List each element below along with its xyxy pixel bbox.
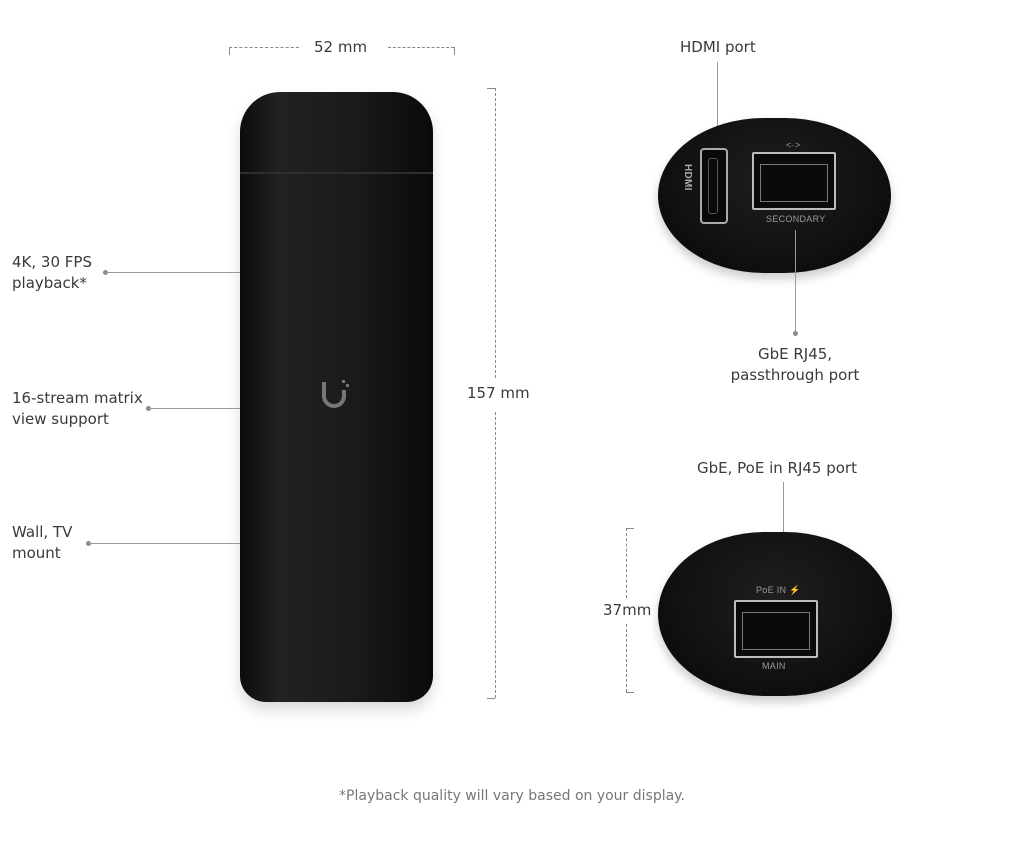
main-rj45-port [734,600,818,658]
feature-mount: Wall, TV mount [12,522,72,564]
width-bracket-left [229,47,230,55]
depth-bracket-bottom [626,692,634,693]
depth-dash-bottom [626,624,627,692]
callout-dot [793,331,798,336]
feature-matrix-line2: view support [12,410,109,428]
secondary-port-label: GbE RJ45, passthrough port [730,344,860,386]
ubiquiti-logo-icon [322,380,349,408]
feature-playback: 4K, 30 FPS playback* [12,252,92,294]
secondary-print: SECONDARY [766,214,826,224]
feature-playback-line2: playback* [12,274,87,292]
secondary-rj45-port [752,152,836,210]
callout-line [148,408,240,409]
hdmi-port [700,148,728,224]
feature-mount-line1: Wall, TV [12,523,73,541]
feature-matrix-line1: 16-stream matrix [12,389,143,407]
depth-label: 37mm [603,601,652,619]
hdmi-callout-line [717,62,718,142]
hdmi-print: HDMI [682,164,693,191]
height-label: 157 mm [467,384,530,402]
height-bracket-bottom [487,698,495,699]
width-label: 52 mm [314,38,368,56]
media-player-device [240,92,433,702]
feature-playback-line1: 4K, 30 FPS [12,253,92,271]
height-dash-top [495,88,496,378]
main-port-label: GbE, PoE in RJ45 port [697,459,857,477]
secondary-callout-line [795,230,796,333]
device-bottom-end-view: PoE IN ⚡ MAIN [658,532,892,696]
device-top-end-view: HDMI <·> SECONDARY [658,118,891,273]
feature-mount-line2: mount [12,544,61,562]
width-bracket-right [454,47,455,55]
device-cap-seam [240,172,433,174]
depth-bracket-top [626,528,634,529]
height-dash-bottom [495,412,496,698]
width-dash-left [229,47,299,48]
footnote: *Playback quality will vary based on you… [339,788,685,804]
secondary-label-line1: GbE RJ45, [757,345,833,363]
hdmi-port-label: HDMI port [680,38,756,56]
callout-line [105,272,240,273]
depth-dash-top [626,528,627,598]
link-icon: <·> [786,140,801,150]
main-callout-line [783,482,784,577]
main-print: MAIN [762,661,786,671]
callout-line [88,543,240,544]
feature-matrix-view: 16-stream matrix view support [12,388,143,430]
secondary-label-line2: passthrough port [730,366,860,384]
height-bracket-top [487,88,495,89]
width-dash-right [388,47,454,48]
poe-in-print: PoE IN ⚡ [756,585,801,595]
